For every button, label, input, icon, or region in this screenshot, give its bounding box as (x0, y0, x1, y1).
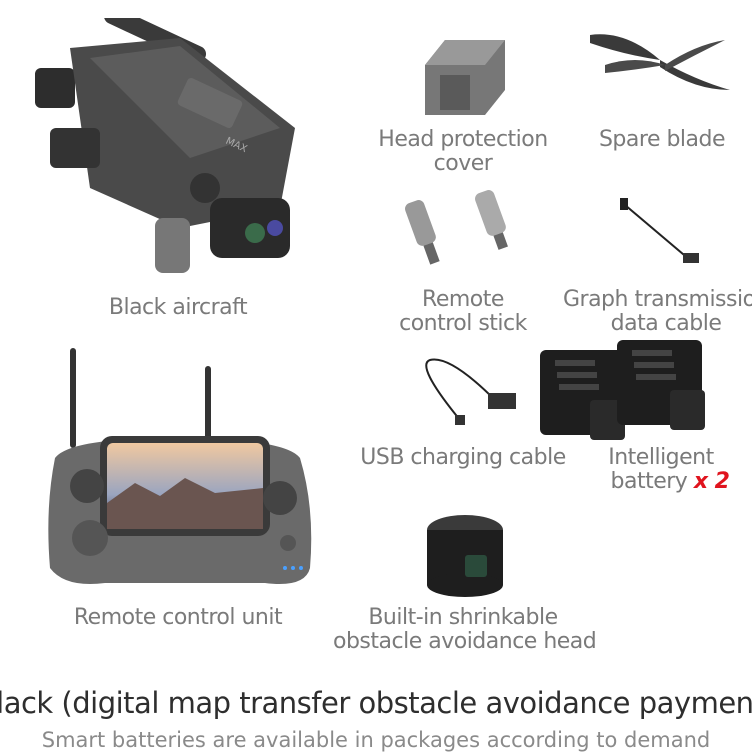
label-remote-control-stick: Remote control stick (363, 288, 563, 336)
head-cover-image (420, 30, 510, 120)
label-line: Graph transmission (562, 287, 752, 312)
data-cable-image (615, 195, 705, 275)
label-line: Intelligent (608, 445, 714, 470)
drone-image: MAX (30, 6, 305, 278)
label-obstacle-avoidance-head: Built-in shrinkable obstacle avoidance h… (333, 605, 597, 654)
label-line: cover (433, 151, 493, 176)
label-head-protection-cover: Head protection cover (363, 128, 563, 176)
label-line: control stick (399, 311, 527, 336)
remote-controller-image (45, 348, 315, 593)
label-line: obstacle avoidance head (333, 629, 597, 654)
label-line: Built-in shrinkable (368, 605, 558, 630)
label-intelligent-battery: Intelligent battery x 2 (570, 446, 752, 494)
label-black-aircraft: Black aircraft (108, 295, 248, 320)
battery-quantity: x 2 (693, 469, 730, 494)
label-line: Head protection (378, 127, 548, 152)
label-spare-blade: Spare blade (598, 127, 726, 152)
product-title: Black (digital map transfer obstacle avo… (0, 686, 752, 720)
label-graph-transmission-data-cable: Graph transmission data cable (556, 288, 752, 336)
product-subtitle: Smart batteries are available in package… (41, 728, 711, 752)
label-line: battery x 2 (570, 470, 752, 494)
label-line: data cable (610, 311, 722, 336)
label-line: Remote (422, 287, 504, 312)
label-remote-control-unit: Remote control unit (73, 605, 283, 630)
usb-cable-image (410, 355, 525, 430)
battery-image (535, 340, 715, 445)
label-line: battery (610, 469, 688, 494)
control-stick-image (398, 190, 533, 270)
obstacle-head-image (425, 510, 505, 600)
label-usb-charging-cable: USB charging cable (360, 445, 566, 470)
spare-blade-image (585, 25, 735, 100)
